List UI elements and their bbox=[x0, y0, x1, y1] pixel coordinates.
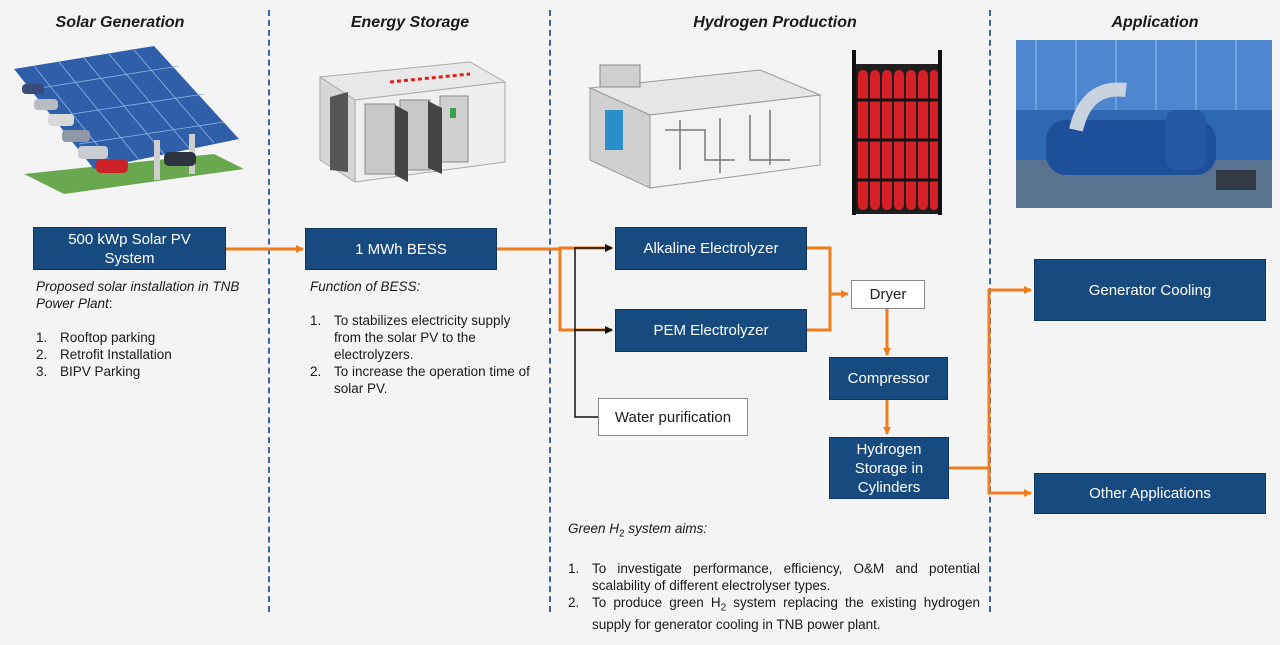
list-item: 1. Rooftop parking bbox=[36, 329, 264, 346]
list-number: 1. bbox=[310, 313, 322, 328]
arrow-storage-to-other-applications bbox=[987, 468, 1032, 497]
list-item: 1. To investigate performance, efficiency… bbox=[568, 560, 980, 594]
list-item: 2. To produce green H2 system replacing t… bbox=[568, 594, 980, 634]
list-number: 1. bbox=[36, 330, 48, 345]
list-text: To stabilizes electricity supply from th… bbox=[334, 313, 511, 362]
column-divider bbox=[268, 10, 270, 612]
hydrogen-storage-box: Hydrogen Storage in Cylinders bbox=[829, 437, 949, 499]
solar-note-lead-text: Proposed solar installation in TNB Power… bbox=[36, 279, 240, 311]
list-text: To produce green H2 system replacing the… bbox=[592, 594, 980, 634]
h2-note-list: 1. To investigate performance, efficiency… bbox=[568, 560, 980, 634]
bess-note: Function of BESS: 1. To stabilizes electr… bbox=[310, 278, 538, 397]
h2-subscript: 2 bbox=[720, 602, 727, 614]
arrow-alkaline-to-dryer bbox=[807, 246, 849, 298]
alkaline-electrolyzer-box: Alkaline Electrolyzer bbox=[615, 227, 807, 270]
bess-container-image bbox=[318, 61, 507, 183]
arrow-pem-to-dryer bbox=[807, 294, 832, 332]
list-text-pre: To produce green H bbox=[592, 594, 721, 610]
arrow-bess-to-pem bbox=[558, 249, 613, 334]
pem-electrolyzer-box: PEM Electrolyzer bbox=[615, 309, 807, 352]
list-number: 2. bbox=[310, 364, 322, 379]
list-text: Retrofit Installation bbox=[60, 347, 172, 362]
dryer-box: Dryer bbox=[851, 280, 925, 309]
water-purification-box: Water purification bbox=[598, 398, 748, 436]
solar-note-lead: Proposed solar installation in TNB Power… bbox=[36, 278, 264, 312]
column-divider bbox=[989, 10, 991, 612]
h2-note: Green H2 system aims: 1.To investigate p… bbox=[568, 520, 980, 633]
electrolyzer-container-image bbox=[588, 64, 822, 189]
h2-note-lead-pre: Green H bbox=[568, 521, 620, 536]
list-item: 1. To stabilizes electricity supply from … bbox=[310, 312, 538, 363]
list-number: 3. bbox=[36, 364, 48, 379]
list-number: 2. bbox=[36, 347, 48, 362]
other-applications-box: Other Applications bbox=[1034, 473, 1266, 514]
solar-note-list: 1. Rooftop parking 2. Retrofit Installatio… bbox=[36, 329, 264, 380]
list-number: 2. bbox=[568, 594, 580, 610]
generator-hall-image bbox=[1016, 40, 1272, 208]
list-item: 2. To increase the operation time of sola… bbox=[310, 363, 538, 397]
list-text-post: system replacing the existing hydrogen s… bbox=[592, 594, 980, 633]
list-number: 1. bbox=[568, 560, 580, 576]
list-text: BIPV Parking bbox=[60, 364, 141, 379]
hydrogen-cylinders-image bbox=[852, 50, 942, 215]
list-text: To increase the operation time of solar … bbox=[334, 364, 530, 396]
solar-note-lead-suffix: : bbox=[108, 296, 113, 311]
h2-note-lead: Green H2 system aims: bbox=[568, 520, 980, 543]
heading-application: Application bbox=[1111, 14, 1199, 31]
arrow-bess-to-alkaline bbox=[497, 244, 613, 252]
compressor-box: Compressor bbox=[829, 357, 948, 400]
solar-carport-image bbox=[14, 46, 244, 194]
generator-cooling-box: Generator Cooling bbox=[1034, 259, 1266, 321]
solar-note: Proposed solar installation in TNB Power… bbox=[36, 278, 264, 380]
heading-solar-generation: Solar Generation bbox=[55, 14, 185, 31]
list-text: To investigate performance, efficiency, … bbox=[592, 560, 980, 593]
h2-subscript: 2 bbox=[619, 528, 625, 540]
bess-box: 1 MWh BESS bbox=[305, 228, 497, 270]
water-to-electrolyzers-line bbox=[574, 244, 613, 418]
list-item: 3. BIPV Parking bbox=[36, 363, 264, 380]
list-item: 2. Retrofit Installation bbox=[36, 346, 264, 363]
heading-energy-storage: Energy Storage bbox=[350, 14, 470, 31]
solar-pv-box: 500 kWp Solar PV System bbox=[33, 227, 226, 270]
heading-hydrogen-production: Hydrogen Production bbox=[693, 14, 857, 31]
list-text: Rooftop parking bbox=[60, 330, 156, 345]
bess-note-list: 1. To stabilizes electricity supply from … bbox=[310, 312, 538, 397]
column-divider bbox=[549, 10, 551, 612]
h2-note-lead-post: system aims: bbox=[624, 521, 708, 536]
bess-note-lead: Function of BESS: bbox=[310, 279, 421, 294]
